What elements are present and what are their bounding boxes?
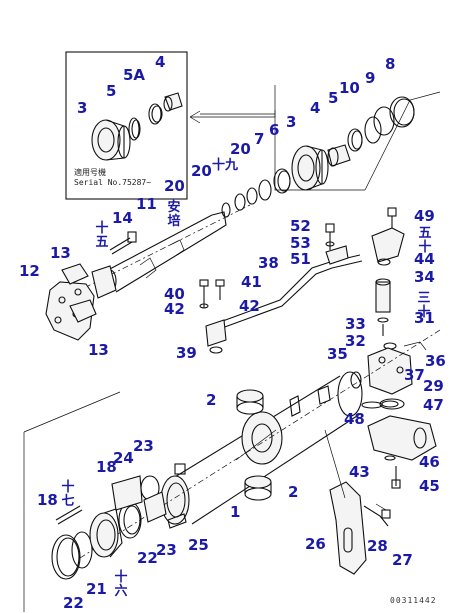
piston-assembly — [51, 475, 187, 580]
part-label: 3 — [286, 113, 297, 131]
label-shijiu: 十九 — [212, 158, 239, 173]
label-sanshi: 三十 — [417, 291, 431, 320]
part-label: 11 — [136, 195, 157, 213]
part-label: 21 — [86, 580, 107, 598]
part-label: 1 — [230, 503, 241, 521]
part-label: 49 — [414, 207, 435, 225]
part-label: 41 — [241, 273, 262, 291]
part-label: 52 — [290, 217, 311, 235]
inset-note-line2: Serial No.75287~ — [74, 178, 152, 187]
part-label: 10 — [339, 79, 360, 97]
part-label: 4 — [155, 53, 166, 71]
inset-gland — [91, 119, 131, 161]
part-label: 25 — [188, 536, 209, 554]
part-label: 37 — [404, 366, 425, 384]
rod-end — [45, 263, 117, 341]
part-label: 34 — [414, 268, 435, 286]
part-label: 5A — [123, 66, 146, 84]
part-label: 48 — [344, 410, 365, 428]
part-label: 35 — [327, 345, 348, 363]
part-label: 20 — [191, 162, 212, 180]
label-shiqi: 十七 — [61, 480, 75, 509]
part-label: 45 — [419, 477, 440, 495]
label-shiwu-left: 十五 — [95, 221, 109, 250]
part-label: 33 — [345, 315, 366, 333]
part-label: 4 — [310, 99, 321, 117]
part-label: 18 — [37, 491, 58, 509]
part-label: 8 — [385, 55, 396, 73]
part-label: 12 — [19, 262, 40, 280]
part-label: 20 — [230, 140, 251, 158]
part-label: 13 — [50, 244, 71, 262]
part-label: 23 — [156, 541, 177, 559]
part-label: 28 — [367, 537, 388, 555]
part-label: 2 — [206, 391, 217, 409]
part-label: 36 — [425, 352, 446, 370]
part-label: 27 — [392, 551, 413, 569]
bushing-bottom — [244, 475, 272, 501]
part-label: 23 — [133, 437, 154, 455]
part-label: 20 — [164, 177, 185, 195]
part-label: 22 — [137, 549, 158, 567]
part-label: 3 — [77, 99, 88, 117]
part-label: 53 — [290, 234, 311, 252]
part-label: 26 — [305, 535, 326, 553]
label-shiliu: 十六 — [114, 570, 128, 599]
part-label: 22 — [63, 594, 84, 612]
part-label: 7 — [254, 130, 265, 148]
part-label: 39 — [176, 344, 197, 362]
part-label: 5 — [106, 82, 117, 100]
part-label: 9 — [365, 69, 376, 87]
cylinder-body — [160, 371, 363, 525]
part-label: 31 — [414, 309, 435, 327]
part-label: 13 — [88, 341, 109, 359]
part-label: 51 — [290, 250, 311, 268]
label-shiwu-right: 五十 — [418, 226, 432, 255]
part-label: 5 — [328, 89, 339, 107]
part-label: 29 — [423, 377, 444, 395]
label-anpei: 安培 — [167, 200, 181, 229]
part-label: 2 — [288, 483, 299, 501]
part-label: 42 — [164, 300, 185, 318]
part-label: 47 — [423, 396, 444, 414]
inset-serial-note: 適用号機 Serial No.75287~ — [74, 168, 151, 188]
part-label: 14 — [112, 209, 133, 227]
bushing-top — [236, 389, 264, 415]
part-label: 42 — [239, 297, 260, 315]
gland-assembly — [291, 145, 329, 191]
part-label: 32 — [345, 332, 366, 350]
part-label: 6 — [269, 121, 280, 139]
mounting-plate — [324, 429, 367, 575]
part-label: 18 — [96, 458, 117, 476]
part-label: 46 — [419, 453, 440, 471]
part-label: 43 — [349, 463, 370, 481]
part-label: 24 — [113, 449, 134, 467]
inset-arrow — [189, 110, 276, 124]
inset-note-line1: 適用号機 — [74, 168, 106, 177]
part-label: 38 — [258, 254, 279, 272]
inset-frame — [65, 51, 188, 200]
part-label: 40 — [164, 285, 185, 303]
drawing-code: 00311442 — [390, 596, 437, 605]
part-label: 44 — [414, 250, 435, 268]
